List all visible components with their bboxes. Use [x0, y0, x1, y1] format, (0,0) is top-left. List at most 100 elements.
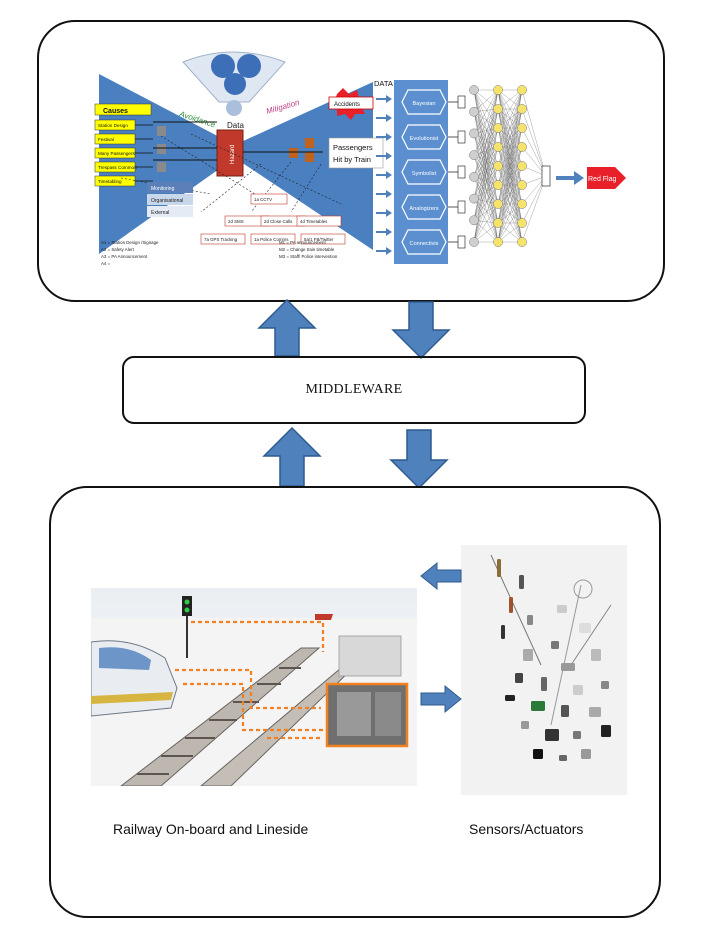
nn-edge	[473, 176, 499, 243]
nn-edge	[473, 127, 499, 199]
control-monitoring: Monitoring	[151, 186, 175, 192]
control-external: External	[151, 210, 169, 216]
nn-edge	[473, 203, 499, 243]
sensor-component	[579, 623, 591, 633]
mitigation-label: Mitigation	[265, 98, 301, 116]
nn-node	[493, 123, 503, 133]
tribe-box	[401, 124, 447, 150]
data-input-arrow	[376, 133, 392, 141]
action-label: 5a/1 FB/Twitter	[304, 237, 334, 242]
output-node	[541, 165, 551, 187]
hazard-label: Hazard	[230, 145, 236, 164]
signal-light	[184, 607, 190, 613]
nn-node	[517, 218, 527, 228]
nn-node	[517, 123, 527, 133]
consequence-line-2: Hit by Train	[333, 155, 371, 164]
sensor-cable	[570, 604, 612, 666]
up-arrow-icon	[257, 298, 317, 357]
nn-edge	[497, 222, 523, 243]
down-arrow-icon	[391, 301, 451, 360]
data-input-arrow	[376, 247, 392, 255]
nn-edge	[473, 155, 499, 205]
nn-node	[517, 161, 527, 171]
action-box	[296, 215, 342, 227]
nn-edge	[473, 155, 499, 243]
nn-node	[469, 193, 479, 204]
sensor-component	[509, 597, 513, 613]
nn-edge	[473, 89, 499, 243]
legend-left-item: A2 = Safety Alert	[101, 247, 135, 252]
red-flag-arrow	[587, 167, 626, 189]
legend-left-item: A1 = Station Design /Signage	[101, 240, 159, 245]
middleware-box: MIDDLEWARE	[122, 356, 586, 424]
nn-edge	[473, 127, 499, 221]
railway-track	[120, 647, 321, 786]
causes-header	[94, 103, 152, 116]
nn-edge	[473, 165, 499, 221]
nn-edge	[473, 89, 499, 112]
nn-node	[493, 218, 503, 228]
nn-edge	[473, 127, 499, 156]
nn-node	[517, 180, 527, 190]
nn-edge	[473, 133, 499, 205]
legend-right-item: M1 = PA announcement	[279, 240, 326, 245]
nn-edge	[473, 176, 499, 224]
cause-label: Station Design	[98, 123, 128, 128]
data-bubble	[224, 73, 246, 95]
consequence-box	[328, 137, 384, 169]
control-box	[147, 194, 193, 205]
nn-edge	[497, 89, 523, 148]
sensor-component	[559, 755, 567, 761]
tribe-label: Evolutionist	[410, 136, 439, 142]
integrator-box	[457, 130, 466, 144]
station-building	[338, 635, 402, 677]
sensor-component	[601, 725, 611, 737]
sensor-component	[501, 625, 505, 639]
barrier-block	[305, 152, 314, 162]
nn-node	[517, 104, 527, 114]
integrator-box	[457, 200, 466, 214]
legend-right-item: M2 = Change train timetable	[279, 247, 335, 252]
tribe-label: Connectivis	[410, 241, 439, 247]
data-input-arrow	[376, 114, 392, 122]
nn-edge	[473, 133, 499, 186]
nn-edge	[473, 176, 499, 205]
nn-node	[493, 142, 503, 152]
sensor-component	[531, 701, 545, 711]
nn-edge	[473, 89, 499, 167]
integrator-box	[457, 165, 466, 179]
nn-edge	[497, 108, 523, 243]
nn-edge	[473, 165, 499, 199]
nn-edge	[473, 155, 499, 186]
control-box	[147, 206, 193, 217]
sensor-component	[589, 707, 601, 717]
sensor-component	[561, 663, 575, 671]
integrator-box	[457, 95, 466, 109]
sensor-component	[541, 677, 547, 691]
control-organisational: Organisational	[151, 198, 183, 204]
nn-node	[469, 150, 479, 160]
field-panel: Railway On-board and Lineside Sensors/Ac…	[49, 486, 661, 918]
sensors-caption: Sensors/Actuators	[469, 821, 584, 837]
nn-edge	[473, 146, 499, 199]
bowtie-diagram: Data Avoidance Mitigation Causes Station…	[94, 51, 384, 266]
action-label: 1a Police Comms	[254, 237, 289, 242]
nn-edge	[473, 111, 499, 186]
tribe-label: Bayesian	[412, 101, 435, 107]
tribe-box	[401, 229, 447, 255]
ml-diagram: DATA BayesianEvolutionistSymbolistAnalog…	[374, 79, 626, 264]
nn-edge	[521, 89, 547, 177]
cabinet-door	[337, 692, 371, 736]
nn-edge	[473, 220, 499, 243]
nn-edge	[473, 184, 499, 221]
nn-edge	[473, 111, 499, 167]
sensor-component	[573, 685, 583, 695]
sensor-component	[573, 579, 593, 599]
nn-node	[469, 106, 479, 117]
sensor-component	[515, 673, 523, 683]
barrier-block	[157, 162, 166, 172]
data-bubble	[237, 54, 261, 78]
ml-data-label: DATA	[374, 79, 393, 88]
hazard-box	[216, 129, 244, 177]
action-label: 1a CCTV	[254, 197, 272, 202]
